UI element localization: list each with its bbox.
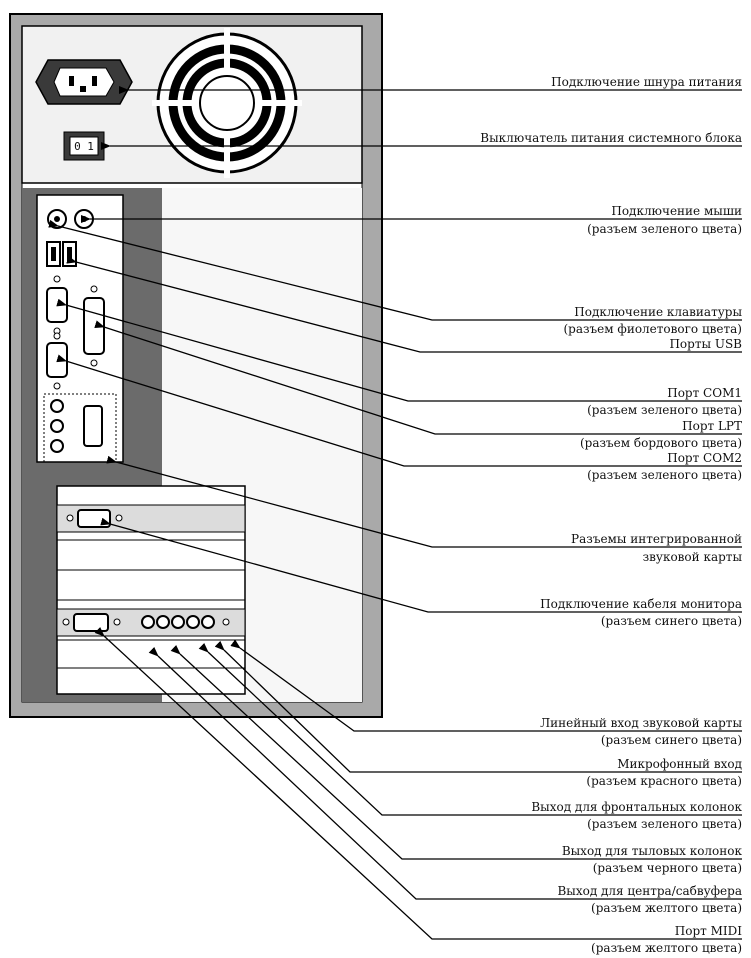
label-keyboard-sub: (разъем фиолетового цвета)	[563, 322, 742, 336]
vga-port	[77, 509, 111, 528]
label-rear-out: Выход для тыловых колонок	[562, 844, 743, 858]
label-power-switch: Выключатель питания системного блока	[480, 131, 742, 145]
label-mic-in-sub: (разъем красного цвета)	[586, 774, 742, 788]
label-mouse: Подключение мыши	[611, 204, 742, 218]
label-line-in-sub: (разъем синего цвета)	[601, 733, 742, 747]
label-front-out-sub: (разъем зеленого цвета)	[587, 817, 742, 831]
power-switch-text: 0 1	[74, 140, 94, 153]
lpt-port	[83, 297, 105, 355]
label-midi: Порт MIDI	[675, 924, 742, 938]
label-com1: Порт COM1	[667, 386, 742, 400]
com2-port	[46, 342, 68, 378]
fan-grille-icon	[152, 28, 302, 178]
power-socket	[35, 59, 133, 105]
label-com2-sub: (разъем зеленого цвета)	[587, 468, 742, 482]
labels: Подключение шнура питания Выключатель пи…	[480, 75, 742, 955]
game-port	[83, 405, 103, 447]
label-com2: Порт COM2	[667, 451, 742, 465]
label-center-sub-out: Выход для центра/сабвуфера	[557, 884, 742, 898]
midi-port	[73, 613, 109, 632]
label-rear-out-sub: (разъем черного цвета)	[593, 861, 742, 875]
audio-jack-front	[171, 615, 185, 629]
power-switch: 0 1	[63, 131, 105, 161]
label-line-in: Линейный вход звуковой карты	[540, 716, 742, 730]
label-onboard-sound-sub: звуковой карты	[643, 550, 743, 564]
label-usb: Порты USB	[669, 337, 742, 351]
label-com1-sub: (разъем зеленого цвета)	[587, 403, 742, 417]
label-lpt: Порт LPT	[682, 419, 742, 433]
expansion-slots	[56, 485, 246, 695]
label-lpt-sub: (разъем бордового цвета)	[580, 436, 742, 450]
label-center-sub-out-sub: (разъем желтого цвета)	[591, 901, 742, 915]
label-mic-in: Микрофонный вход	[617, 757, 742, 771]
com1-port	[46, 287, 68, 323]
audio-jack-rear	[156, 615, 170, 629]
label-monitor: Подключение кабеля монитора	[540, 597, 742, 611]
label-midi-sub: (разъем желтого цвета)	[591, 941, 742, 955]
label-keyboard: Подключение клавиатуры	[574, 305, 742, 319]
audio-jack-mic	[186, 615, 200, 629]
leader-lines	[48, 86, 742, 940]
label-mouse-sub: (разъем зеленого цвета)	[587, 222, 742, 236]
label-power-cord: Подключение шнура питания	[551, 75, 742, 89]
label-monitor-sub: (разъем синего цвета)	[601, 614, 742, 628]
audio-jack-center-sub	[141, 615, 155, 629]
io-panel	[36, 194, 124, 463]
audio-jack-line-in	[201, 615, 215, 629]
label-front-out: Выход для фронтальных колонок	[531, 800, 742, 814]
label-onboard-sound: Разъемы интегрированной	[571, 532, 742, 546]
